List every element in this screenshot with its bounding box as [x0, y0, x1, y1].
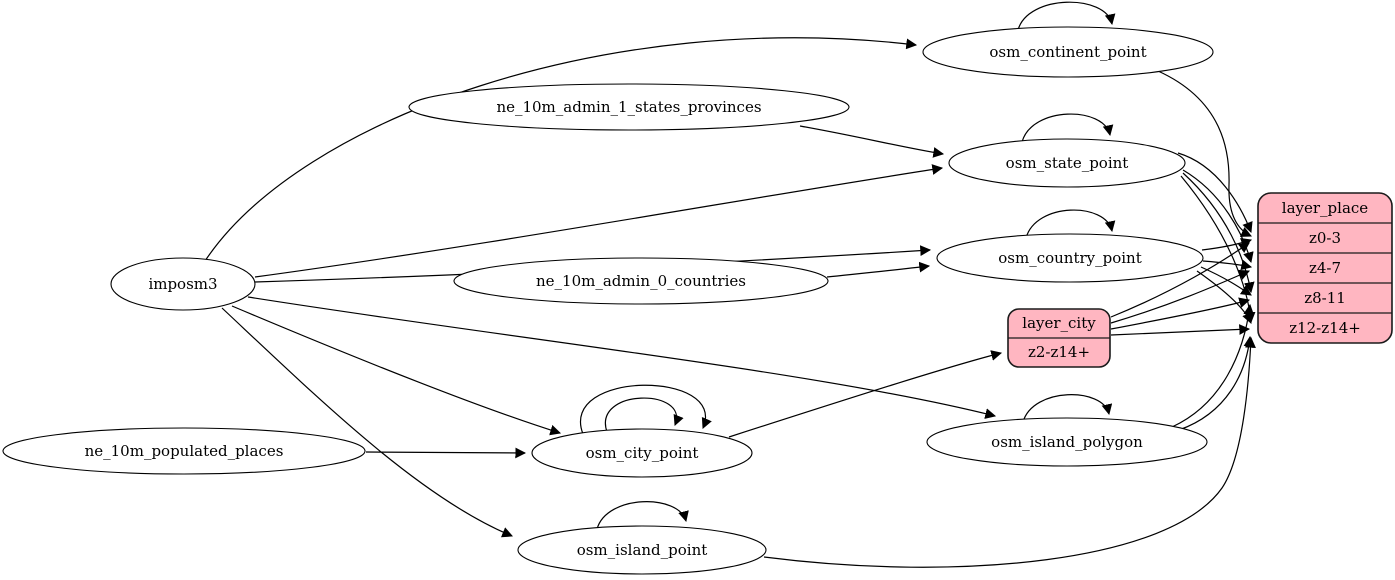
node-osm_city_point-shape	[531, 428, 753, 478]
edge-layer_city-layer_place-z8-11	[1110, 297, 1251, 330]
node-osm_continent_point-shape	[922, 26, 1214, 78]
node-osm_state_point: osm_state_point	[948, 138, 1186, 188]
edge-osm_country_point-layer_place-z12-z14	[1196, 270, 1253, 324]
node-imposm3: imposm3	[110, 257, 256, 311]
node-osm_island_polygon: osm_island_polygon	[926, 417, 1208, 467]
node-ne_10m_populated_places: ne_10m_populated_places	[2, 427, 366, 475]
selfloop-osm_continent_point	[1017, 1, 1116, 31]
record-layer_place-row-z0-3: z0-3	[1309, 229, 1341, 247]
selfloop-outer-osm_city_point	[579, 384, 712, 435]
edge-layer_city-layer_place-z0-3	[1110, 242, 1250, 318]
node-ne_10m_admin_0_countries-shape	[453, 257, 829, 305]
edge-layer_city-layer_place-z12-z14	[1110, 324, 1251, 336]
edges-group	[204, 1, 1256, 568]
edge-imposm3-osm_continent_point	[204, 37, 918, 262]
node-ne_10m_admin_1_states_provinces-label: ne_10m_admin_1_states_provinces	[496, 98, 761, 116]
node-ne_10m_populated_places-label: ne_10m_populated_places	[85, 442, 284, 460]
edge-osm_country_point-layer_place-z0-3	[1201, 237, 1253, 251]
edge-ne_10m_admin_1_states_provinces-osm_state_point	[799, 125, 945, 158]
record-layer_place-title: layer_place	[1282, 199, 1369, 217]
node-osm_city_point: osm_city_point	[531, 428, 753, 478]
selfloop-inner-osm_city_point	[604, 397, 684, 433]
edge-osm_island_polygon-layer_place-z8-11	[1171, 303, 1255, 428]
node-ne_10m_admin_0_countries: ne_10m_admin_0_countries	[453, 257, 829, 305]
edge-osm_island_point-layer_place-z12-z14	[763, 336, 1256, 568]
node-imposm3-label: imposm3	[148, 275, 217, 293]
record-layer_place: layer_place z0-3 z4-7 z8-11 z12-z14+	[1257, 192, 1393, 344]
record-layer_place-row-z12-z14: z12-z14+	[1289, 319, 1361, 337]
record-layer_place-shape	[1257, 192, 1393, 344]
edge-imposm3-osm_state_point	[254, 164, 944, 278]
selfloop-osm_island_point	[596, 501, 689, 530]
edge-osm_continent_point-layer_place-z0-3	[1157, 70, 1252, 237]
selfloop-osm_country_point	[1025, 209, 1116, 239]
edge-osm_state_point-layer_place-z8-11	[1182, 172, 1255, 294]
record-layer_city-title: layer_city	[1022, 314, 1096, 332]
node-ne_10m_admin_1_states_provinces-shape	[408, 83, 850, 131]
selfloop-osm_island_polygon	[1022, 394, 1113, 423]
edge-imposm3-osm_island_point	[221, 307, 513, 538]
node-osm_country_point-shape	[936, 233, 1204, 283]
node-osm_country_point-label: osm_country_point	[998, 249, 1142, 267]
node-osm_island_polygon-shape	[926, 417, 1208, 467]
record-layer_place-row-z4-7: z4-7	[1309, 259, 1341, 277]
node-osm_state_point-label: osm_state_point	[1006, 154, 1129, 172]
edge-osm_island_polygon-layer_place-z12-z14	[1178, 335, 1255, 431]
edge-ne_10m_admin_0_countries-osm_country_point	[826, 261, 931, 278]
node-imposm3-shape	[110, 257, 256, 311]
record-layer_place-row-z8-11: z8-11	[1304, 289, 1346, 307]
edge-layer_city-layer_place-z4-7	[1110, 269, 1250, 324]
node-osm_city_point-label: osm_city_point	[586, 444, 699, 462]
edge-osm_state_point-layer_place-z0-3	[1177, 152, 1253, 234]
edge-osm_country_point-layer_place-z4-7	[1202, 259, 1253, 271]
node-osm_state_point-shape	[948, 138, 1186, 188]
node-osm_continent_point-label: osm_continent_point	[989, 43, 1146, 61]
selfloop-osm_state_point	[1021, 113, 1114, 143]
node-osm_island_point: osm_island_point	[517, 525, 767, 575]
edge-osm_city_point-layer_city	[728, 350, 1003, 438]
record-layer_city: layer_city z2-z14+	[1007, 308, 1111, 368]
node-osm_island_point-label: osm_island_point	[577, 541, 708, 559]
node-osm_continent_point: osm_continent_point	[922, 26, 1214, 78]
edge-ne_10m_populated_places-osm_city_point	[365, 447, 527, 459]
node-osm_country_point: osm_country_point	[936, 233, 1204, 283]
node-osm_island_point-shape	[517, 525, 767, 575]
node-ne_10m_populated_places-shape	[2, 427, 366, 475]
node-osm_island_polygon-label: osm_island_polygon	[991, 433, 1143, 451]
node-ne_10m_admin_1_states_provinces: ne_10m_admin_1_states_provinces	[408, 83, 850, 131]
edge-imposm3-osm_island_polygon	[247, 296, 997, 419]
node-ne_10m_admin_0_countries-label: ne_10m_admin_0_countries	[536, 272, 746, 290]
edge-imposm3-osm_city_point	[231, 305, 562, 436]
record-layer_city-row-z2-z14: z2-z14+	[1028, 343, 1090, 361]
